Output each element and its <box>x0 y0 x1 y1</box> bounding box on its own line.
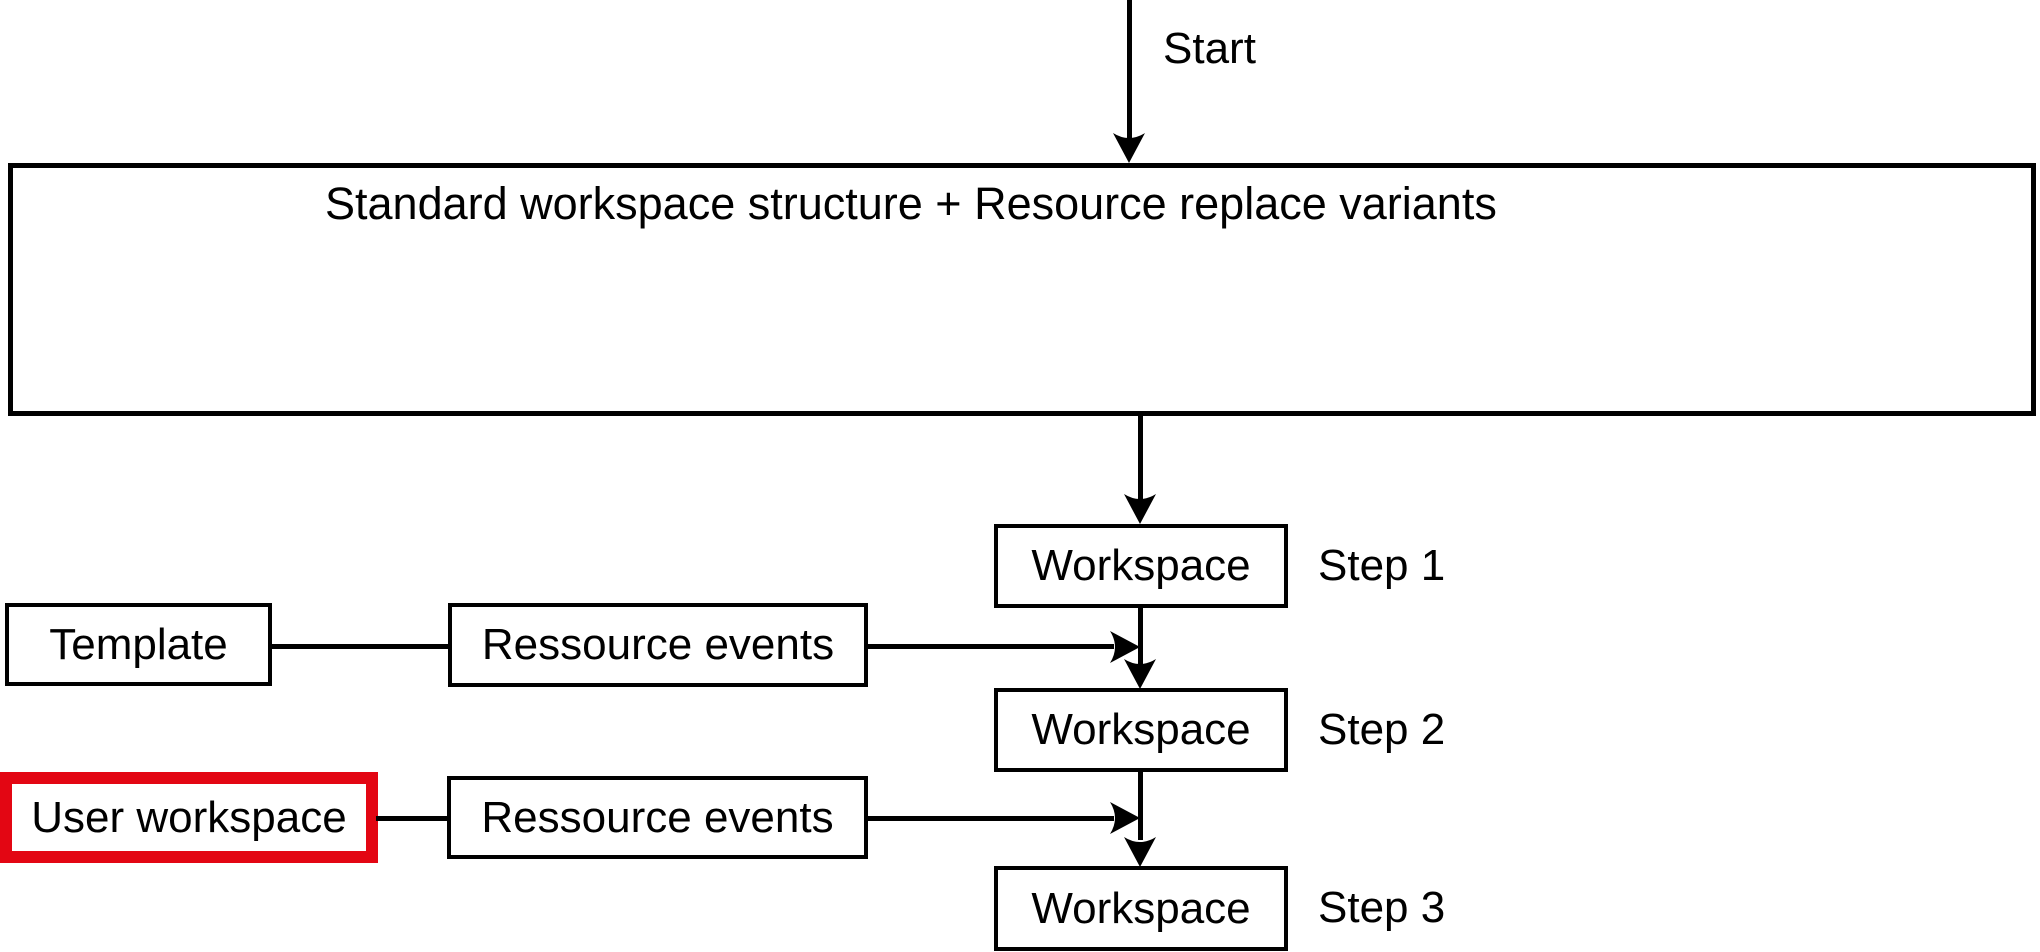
user-workspace-label: User workspace <box>31 792 347 842</box>
connector-userworkspace-events <box>376 816 449 821</box>
main-box: Standard workspace structure + Resource … <box>8 163 2036 416</box>
arrowhead-down-icon <box>1124 659 1156 689</box>
user-workspace-box: User workspace <box>0 772 378 863</box>
start-arrow-line <box>1127 0 1132 140</box>
connector-events-junction-1 <box>866 644 1114 649</box>
connector-template-events <box>270 644 450 649</box>
ressource-events-label: Ressource events <box>481 792 834 842</box>
template-box: Template <box>5 603 272 686</box>
workspace-box-label: Workspace <box>1031 541 1251 590</box>
ressource-events-label: Ressource events <box>481 620 835 669</box>
connector-events-junction-2 <box>866 816 1114 821</box>
ressource-events-box-1: Ressource events <box>448 603 868 687</box>
arrowhead-right-icon <box>1110 802 1140 834</box>
workspace-box-label: Workspace <box>1031 883 1251 933</box>
workspace-box-step2: Workspace <box>994 688 1288 772</box>
arrowhead-down-icon <box>1124 837 1156 867</box>
template-label: Template <box>49 619 228 669</box>
step-label-3: Step 3 <box>1318 883 1446 932</box>
connector-step2-step3 <box>1138 772 1143 840</box>
ressource-events-box-2: Ressource events <box>447 776 868 859</box>
connector-step1-step2 <box>1138 608 1143 664</box>
arrowhead-right-icon <box>1110 631 1140 663</box>
arrowhead-down-icon <box>1113 133 1145 163</box>
step-label-2: Step 2 <box>1318 705 1446 754</box>
start-label: Start <box>1163 24 1256 73</box>
workspace-box-step1: Workspace <box>994 524 1288 608</box>
workspace-box-step3: Workspace <box>994 866 1288 951</box>
step-label-1: Step 1 <box>1318 541 1446 590</box>
connector-main-to-step1 <box>1138 416 1143 500</box>
arrowhead-down-icon <box>1124 494 1156 524</box>
workspace-box-label: Workspace <box>1031 705 1251 754</box>
main-box-label: Standard workspace structure + Resource … <box>325 178 1497 229</box>
